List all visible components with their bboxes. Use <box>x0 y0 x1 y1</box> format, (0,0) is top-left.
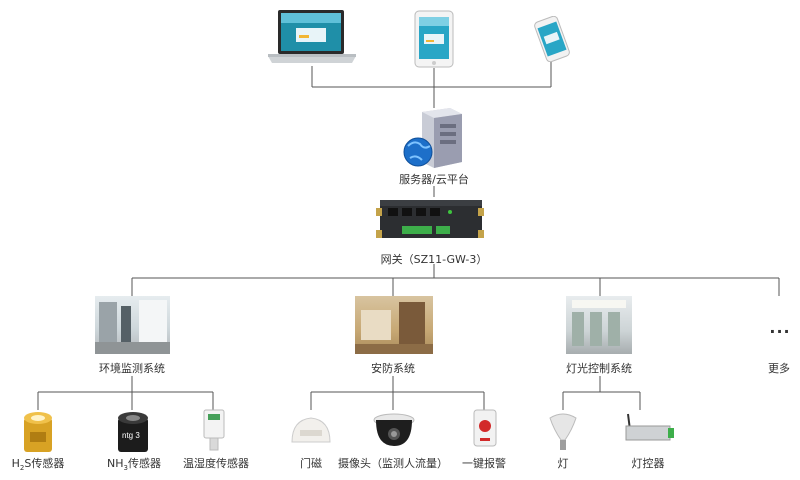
laptop-icon <box>268 10 356 63</box>
camera-label: 摄像头（监测人流量） <box>338 457 448 470</box>
security-system-image <box>355 296 433 354</box>
system-label-lighting: 灯光控制系统 <box>566 362 632 375</box>
light-controller-icon <box>625 413 674 441</box>
phone-icon <box>534 16 570 62</box>
system-label-security: 安防系统 <box>371 362 415 375</box>
gateway-icon <box>376 200 484 238</box>
environment-system-image <box>95 296 170 354</box>
lighting-system-image <box>566 296 632 354</box>
more-ellipsis: ... <box>769 318 791 337</box>
server-icon <box>403 108 462 168</box>
camera-icon <box>373 413 415 446</box>
tablet-icon <box>414 10 454 68</box>
sensor-print: ntg 3 <box>122 431 140 440</box>
alarm-button-icon <box>473 409 497 447</box>
door-sensor-icon <box>291 417 331 443</box>
h2s-sensor-icon <box>24 412 52 452</box>
alarm-button-label: 一键报警 <box>462 457 506 470</box>
nh3-sensor-label: NH3传感器 <box>107 457 161 473</box>
lamp-label: 灯 <box>557 457 569 470</box>
door-sensor-label: 门磁 <box>300 457 322 470</box>
temp-humidity-sensor-label: 温湿度传感器 <box>183 457 249 470</box>
gateway-label: 网关（SZ11-GW-3） <box>380 253 488 266</box>
h2s-sensor-label: H2S传感器 <box>11 457 65 473</box>
server-label: 服务器/云平台 <box>399 173 469 186</box>
nh3-sensor-icon: ntg 3 <box>118 412 148 452</box>
lamp-icon <box>549 413 577 450</box>
temp-humidity-sensor-icon <box>203 409 225 451</box>
light-controller-label: 灯控器 <box>631 457 665 470</box>
system-label-more: 更多 <box>768 362 790 375</box>
system-label-environment: 环境监测系统 <box>99 362 165 375</box>
